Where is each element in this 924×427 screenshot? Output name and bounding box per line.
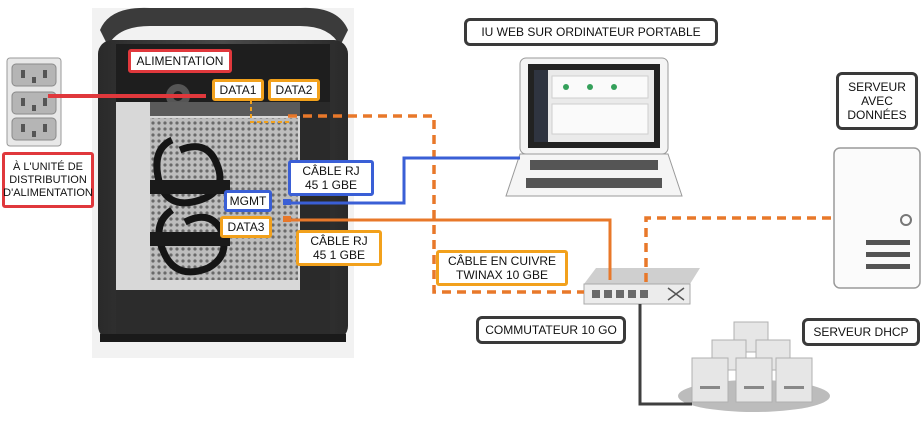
network-switch-icon [583, 268, 700, 305]
label-data3: DATA3 [220, 216, 272, 238]
laptop-icon [505, 57, 683, 197]
label-switch: COMMUTATEUR 10 GO [476, 316, 626, 344]
label-data-server: SERVEUR AVEC DONNÉES [836, 72, 918, 130]
label-pdu: À L'UNITÉ DE DISTRIBUTION D'ALIMENTATION [2, 152, 94, 208]
connections [48, 94, 834, 406]
server-cluster-icon [678, 321, 830, 412]
power-outlet-icon [6, 57, 62, 147]
label-mgmt: MGMT [224, 190, 272, 212]
label-laptop: IU WEB SUR ORDINATEUR PORTABLE [464, 18, 718, 46]
label-dhcp: SERVEUR DHCP [802, 318, 920, 346]
rj45-link-data3 [287, 218, 612, 280]
label-alimentation: ALIMENTATION [128, 49, 232, 73]
rj45-link-mgmt [288, 156, 520, 205]
twinax-link-data2 [288, 114, 584, 294]
label-data2: DATA2 [268, 79, 320, 101]
label-twinax: CÂBLE EN CUIVRE TWINAX 10 GBE [436, 250, 568, 286]
twinax-link-server [644, 216, 834, 282]
tower-server-icon [833, 147, 921, 289]
label-cable-rj45-data3: CÂBLE RJ 45 1 GBE [296, 230, 382, 266]
label-cable-rj45-mgmt: CÂBLE RJ 45 1 GBE [288, 160, 374, 196]
label-data1: DATA1 [212, 79, 264, 101]
dhcp-link [638, 304, 692, 406]
